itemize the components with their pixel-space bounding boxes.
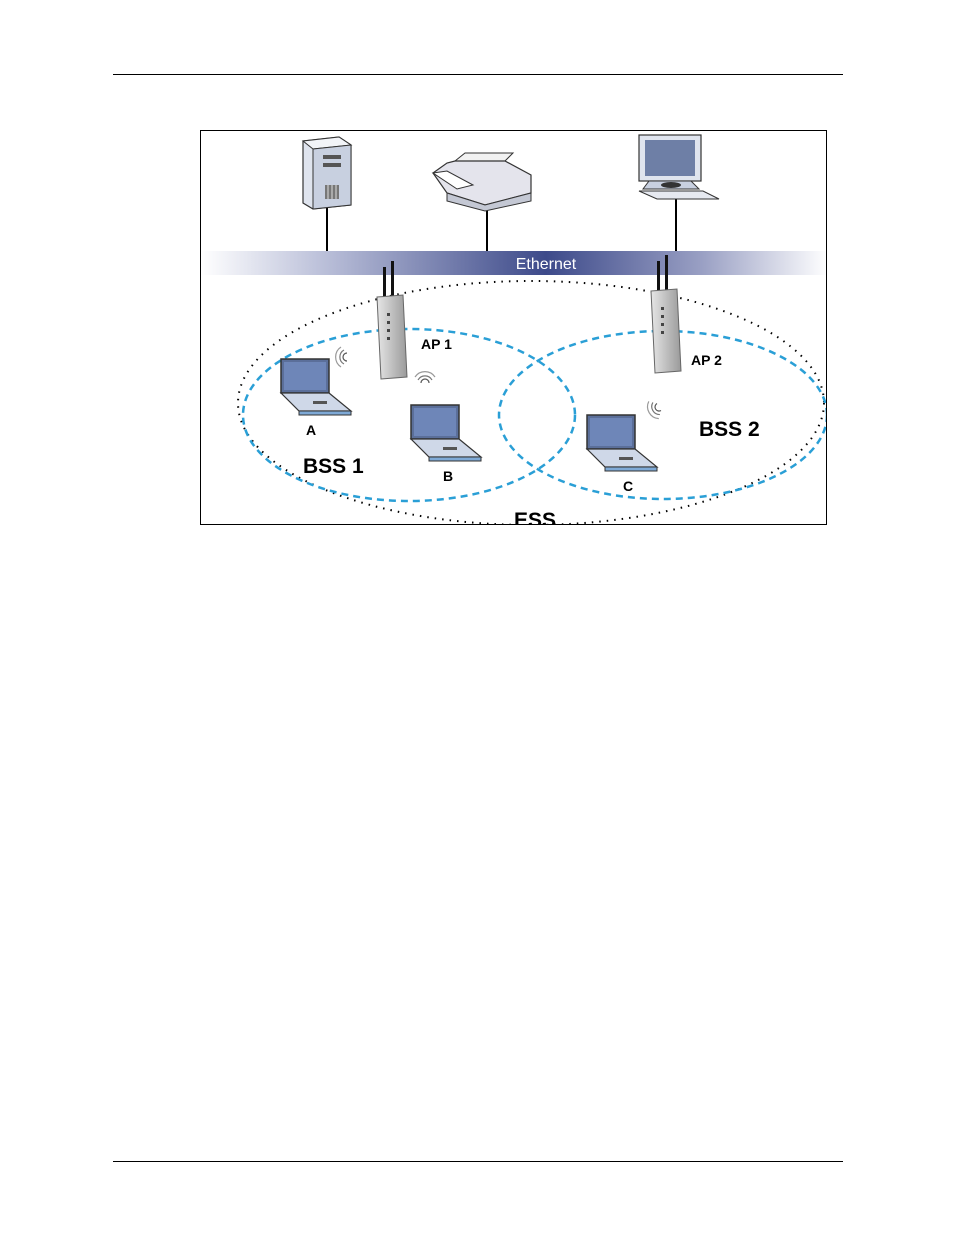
ap-1-label: AP 1	[421, 336, 452, 352]
printer-icon	[433, 153, 531, 211]
wireless-signal-icon	[644, 398, 664, 421]
wireless-signal-icon	[415, 372, 435, 383]
station-c-label: C	[623, 478, 633, 494]
header-rule	[113, 74, 843, 75]
wireless-signal-icon	[336, 347, 347, 367]
laptop-c-icon	[587, 415, 657, 471]
ap-2-label: AP 2	[691, 352, 722, 368]
server-tower-icon	[303, 137, 351, 209]
ethernet-label: Ethernet	[516, 256, 577, 273]
footer-rule	[113, 1161, 843, 1162]
station-a-label: A	[306, 422, 316, 438]
ess-diagram: Ethernet	[201, 131, 827, 525]
ess-network-figure: Ethernet	[200, 130, 827, 525]
ethernet-backbone	[201, 251, 827, 275]
desktop-computer-icon	[639, 135, 719, 199]
station-b-label: B	[443, 468, 453, 484]
access-point-1	[377, 261, 407, 379]
ess-label: ESS	[514, 509, 556, 525]
bss-2-label: BSS 2	[699, 418, 760, 441]
bss-1-label: BSS 1	[303, 455, 364, 478]
bss-1-boundary	[243, 329, 575, 501]
laptop-a-icon	[281, 359, 351, 415]
laptop-b-icon	[411, 405, 481, 461]
